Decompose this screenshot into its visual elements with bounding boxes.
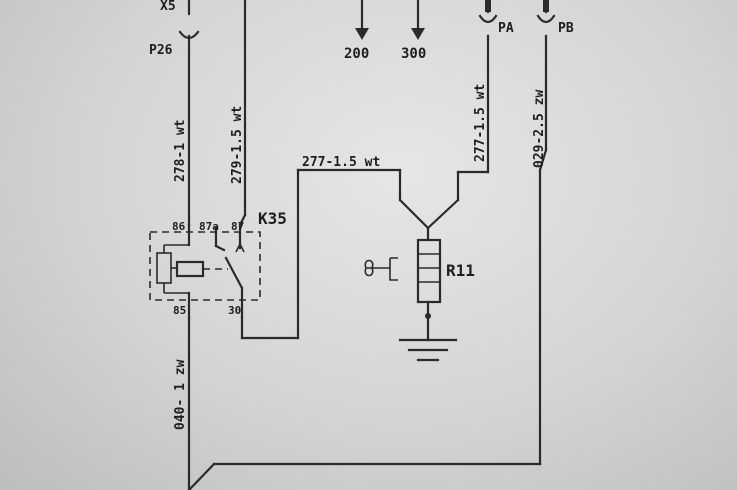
connector-pa (478, 0, 498, 24)
heating-element-icon (364, 257, 398, 281)
label-300: 300 (401, 46, 426, 62)
label-x5: X5 (160, 0, 176, 14)
arrow-300 (411, 0, 425, 40)
connector-pb (536, 0, 556, 466)
pin-86: 86 (172, 220, 186, 233)
wire-279 (238, 0, 247, 227)
wire-040 (187, 316, 542, 490)
wire-label-279: 279-1.5 wt (230, 106, 245, 184)
pin-30: 30 (228, 304, 241, 317)
label-pa: PA (498, 21, 514, 36)
pin-87: 87 (231, 220, 244, 233)
wire-label-040: 040- 1 zw (173, 359, 188, 430)
label-pb: PB (558, 21, 574, 36)
label-200: 200 (344, 46, 369, 62)
label-r11: R11 (446, 261, 475, 280)
wire-label-278: 278-1 wt (173, 119, 188, 182)
label-p26: P26 (149, 43, 173, 58)
pin-87a: 87a (199, 220, 219, 233)
wire-label-277-vertical: 277-1.5 wt (473, 84, 488, 162)
arrow-200 (355, 0, 369, 40)
connector-x5-p26 (178, 0, 200, 227)
wire-label-277-horizontal: 277-1.5 wt (302, 155, 380, 170)
wire-277 (240, 34, 490, 340)
label-k35: K35 (258, 209, 287, 228)
relay-k35 (149, 223, 261, 320)
pin-85: 85 (173, 304, 186, 317)
heater-r11 (416, 238, 442, 342)
wire-label-029: 029-2.5 zw (532, 90, 547, 168)
ground-icon (398, 338, 458, 362)
